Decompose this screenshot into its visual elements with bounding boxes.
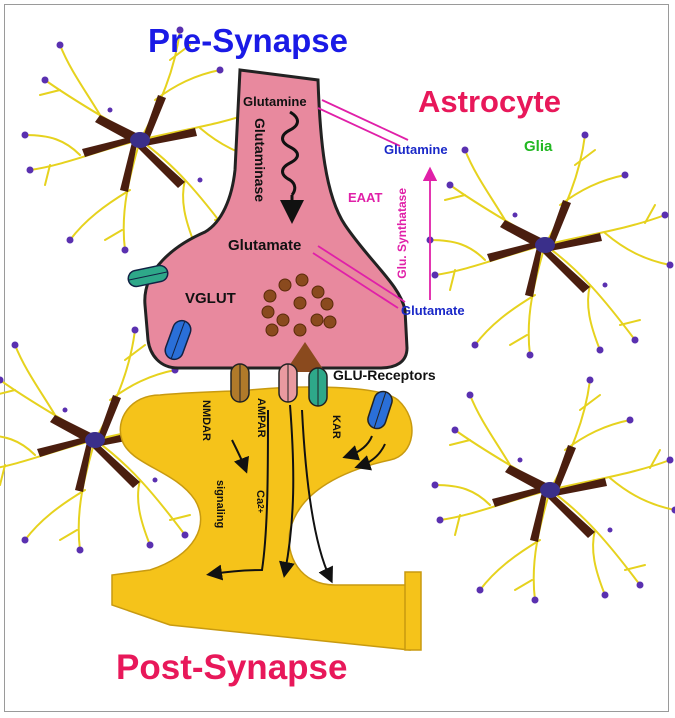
astrocyte-right-top [425,130,675,360]
label-glutamine-pre: Glutamine [243,94,307,109]
label-nmdar: NMDAR [200,400,212,441]
arrow-channel-center [279,404,295,578]
vesicle [261,305,275,319]
title-astrocyte: Astrocyte [418,84,561,119]
label-ca2: Ca2+ [254,490,266,514]
title-post-synapse: Post-Synapse [116,648,348,687]
label-eaat: EAAT [348,190,383,205]
vesicle [293,296,307,310]
title-pre-synapse: Pre-Synapse [148,22,348,59]
label-glutamine-astro: Glutamine [384,142,448,157]
receptor-nmdar [230,363,250,403]
vesicle [276,313,290,327]
transporter-blue [164,319,192,361]
vesicle [295,273,309,287]
vesicle [311,285,325,299]
astrocyte-right-bottom [430,375,675,605]
glutamate-transport-line-2 [312,252,399,309]
label-ca2-base: Ca [254,490,266,505]
label-glutamate-astro: Glutamate [401,303,465,318]
label-kar: KAR [330,415,342,439]
receptor-kar [308,367,328,407]
label-ampar: AMPAR [255,398,267,438]
arrow-ampar-long [206,409,269,581]
label-glu-receptors: GLU-Receptors [333,367,436,383]
arrow-kar-long [301,409,333,584]
label-vglut: VGLUT [185,290,236,307]
label-glutamate-pre: Glutamate [228,237,302,254]
arrow-kar-short-1 [342,435,373,461]
post-synapse-end-bar [404,571,422,651]
vesicle [263,289,277,303]
pre-synapse-terminal [143,68,409,370]
release-cone [285,342,325,372]
vesicle [310,313,324,327]
label-ca2-superscript: 2+ [256,504,265,514]
label-glu-synthatase: Glu. Synthatase [395,188,409,279]
glutamine-transport-line-1 [321,99,409,141]
glutamate-transport-line-1 [317,245,406,303]
vesicle [265,323,279,337]
vesicle [278,278,292,292]
receptor-blue-astro [367,390,393,430]
vesicle [320,297,334,311]
arrow-kar-short-2 [354,443,386,471]
glutaminase-squiggle [281,110,299,196]
label-signaling: signaling [214,480,226,529]
receptor-ampar [278,363,298,403]
transporter-teal [127,264,169,288]
vesicles [261,273,337,337]
vesicle [323,315,337,329]
glutamine-transport-line-2 [317,107,401,147]
label-glia: Glia [524,138,553,155]
label-glutaminase: Glutaminase [252,118,268,203]
vesicle [293,323,307,337]
arrow-nmdar [231,439,249,474]
